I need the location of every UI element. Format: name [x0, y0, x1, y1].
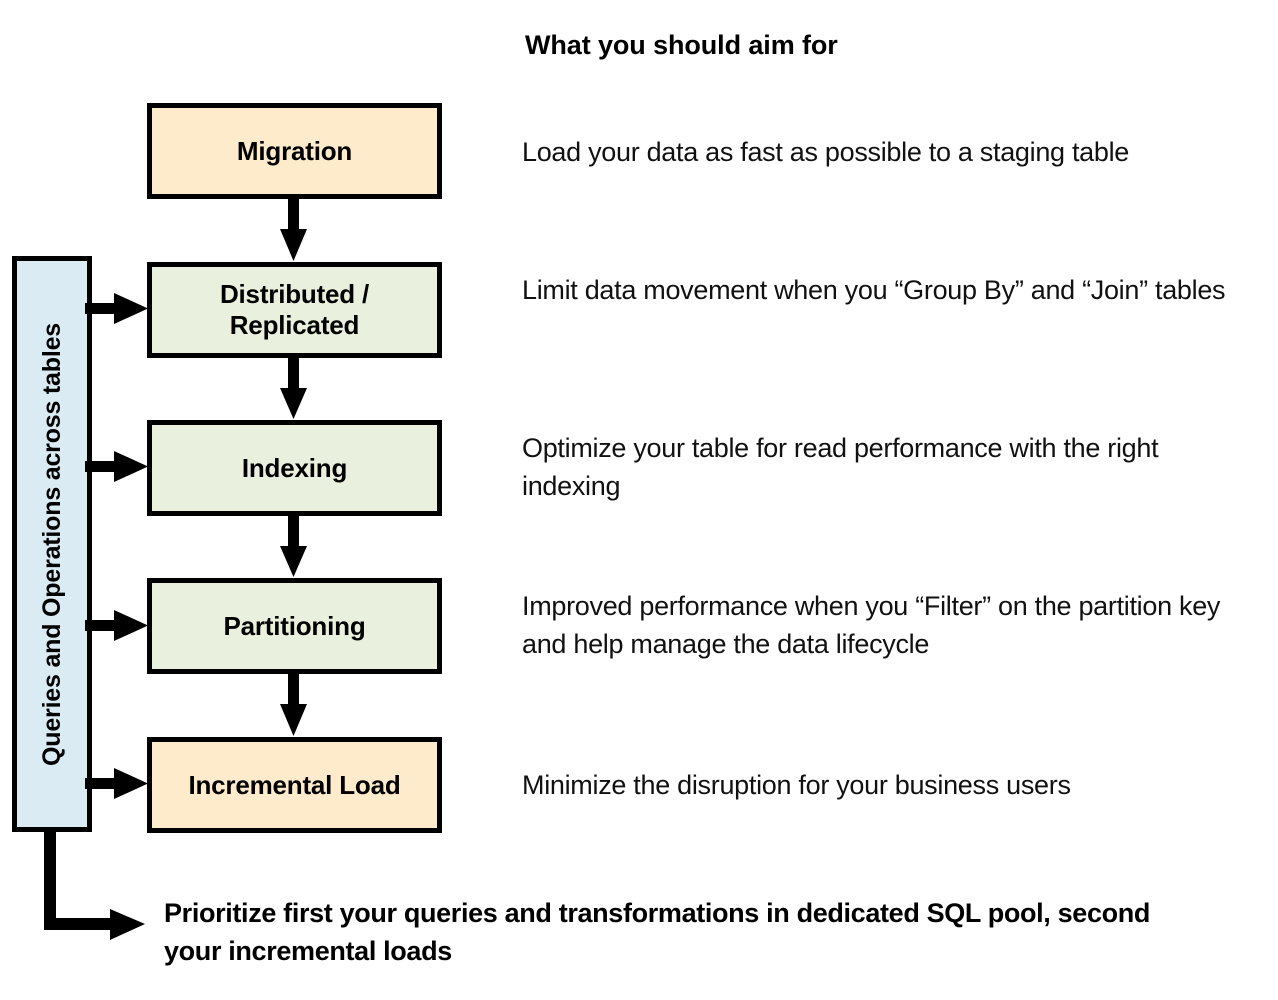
flow-box-distributed-replicated[interactable]: Distributed / Replicated — [147, 262, 442, 358]
flow-box-incremental-load-label: Incremental Load — [188, 769, 401, 800]
arrow-migration-to-distributed — [280, 199, 307, 261]
arrow-partitioning-to-incremental — [280, 674, 307, 736]
arrow-band-to-distributed — [85, 293, 148, 324]
description-migration: Load your data as fast as possible to a … — [522, 137, 1130, 167]
arrow-band-to-indexing — [85, 451, 148, 482]
flow-box-indexing-label: Indexing — [241, 452, 348, 483]
flow-box-partitioning-label: Partitioning — [223, 610, 366, 641]
flow-box-migration[interactable]: Migration — [147, 103, 442, 199]
arrow-band-to-incremental — [85, 768, 148, 799]
arrow-distributed-to-indexing — [280, 358, 307, 419]
footer-note: Prioritize first your queries and transf… — [164, 898, 1151, 967]
arrow-band-to-partitioning — [85, 610, 148, 641]
description-partitioning: Improved performance when you “Filter” o… — [522, 591, 1221, 659]
queries-operations-band: Queries and Operations across tables — [12, 256, 92, 832]
flow-box-migration-label: Migration — [236, 135, 353, 166]
flow-box-partitioning[interactable]: Partitioning — [147, 578, 442, 674]
queries-operations-band-label: Queries and Operations across tables — [37, 322, 66, 766]
arrow-indexing-to-partitioning — [280, 516, 307, 577]
arrow-band-to-footer-note — [44, 830, 145, 940]
page-title: What you should aim for — [525, 30, 838, 60]
description-distributed-replicated: Limit data movement when you “Group By” … — [522, 275, 1226, 305]
flow-box-incremental-load[interactable]: Incremental Load — [147, 737, 442, 833]
flow-box-distributed-replicated-label: Distributed / Replicated — [219, 279, 370, 340]
description-incremental-load: Minimize the disruption for your busines… — [522, 770, 1071, 800]
description-indexing: Optimize your table for read performance… — [522, 433, 1159, 501]
flow-box-indexing[interactable]: Indexing — [147, 420, 442, 516]
